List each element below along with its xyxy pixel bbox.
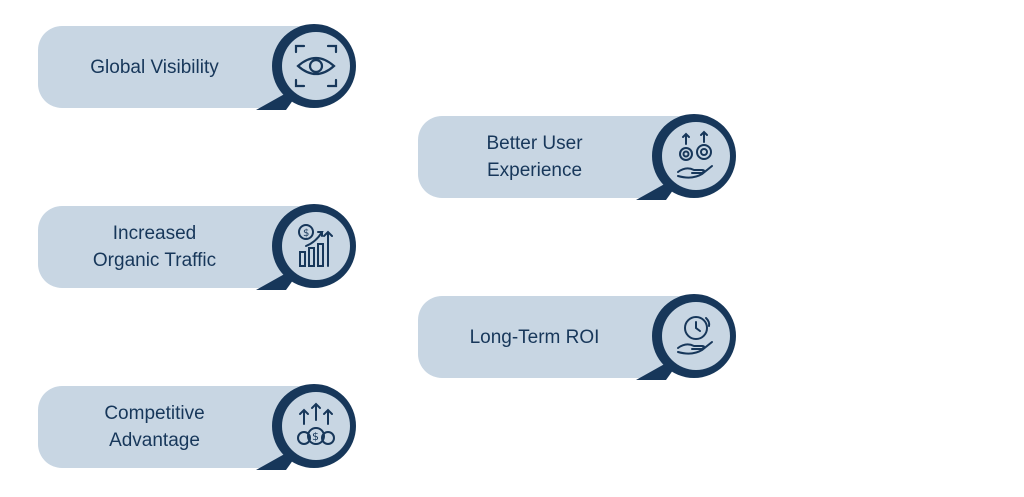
clock-hand-icon <box>677 316 713 355</box>
card-increased-organic-traffic: Increased Organic Traffic $ <box>38 204 356 292</box>
badge: $ <box>246 382 356 472</box>
svg-text:$: $ <box>303 228 309 239</box>
card-label: Increased Organic Traffic <box>92 223 217 271</box>
card-label: Better User Experience <box>486 133 583 181</box>
pill: Competitive Advantage <box>38 386 283 468</box>
card-label: Long-Term ROI <box>469 326 600 348</box>
growth-chart-icon: $ <box>298 224 333 267</box>
pill: Global Visibility <box>38 26 283 108</box>
card-competitive-advantage: Competitive Advantage $ <box>38 384 356 472</box>
card-long-term-roi: Long-Term ROI <box>418 294 736 382</box>
eye-scan-icon <box>294 44 338 88</box>
badge: $ <box>246 202 356 292</box>
pill: Better User Experience <box>418 116 663 198</box>
badge <box>626 292 736 382</box>
pill: Increased Organic Traffic <box>38 206 283 288</box>
card-label: Global Visibility <box>90 56 219 78</box>
coins-arrows-icon: $ <box>297 402 335 445</box>
pill: Long-Term ROI <box>418 296 663 378</box>
badge <box>626 112 736 202</box>
badge <box>246 22 356 112</box>
card-global-visibility: Global Visibility <box>38 24 356 112</box>
card-better-user-experience: Better User Experience <box>418 114 736 202</box>
gears-hand-icon <box>677 130 713 179</box>
card-label: Competitive Advantage <box>104 403 205 451</box>
svg-text:$: $ <box>312 430 319 443</box>
